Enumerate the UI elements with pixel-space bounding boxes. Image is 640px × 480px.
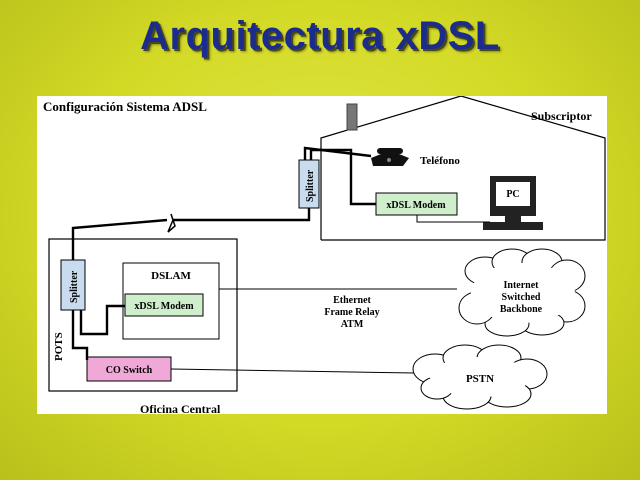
pots-label: POTS (53, 332, 65, 361)
co-switch: CO Switch (86, 356, 172, 382)
co-splitter-label: Splitter (69, 270, 80, 303)
pc-icon (483, 176, 543, 230)
internet-cloud (458, 248, 586, 337)
subscriber-splitter-label: Splitter (305, 169, 316, 202)
chimney (346, 103, 358, 131)
phone-label: Teléfono (420, 155, 460, 167)
internet-label-3: Backbone (500, 304, 543, 315)
link-label-atm: ATM (341, 319, 364, 330)
co-wiring (71, 304, 125, 360)
slide-title: Arquitectura xDSL (140, 14, 500, 58)
subscriber-house (320, 96, 606, 241)
dslam-label: DSLAM (151, 270, 191, 282)
internet-label-1: Internet (504, 280, 540, 291)
link-label-frame-relay: Frame Relay (324, 307, 379, 318)
co-modem: xDSL Modem (124, 293, 204, 317)
modem-pc-line (416, 215, 490, 223)
central-office-box (48, 238, 238, 392)
diagram-panel: Configuración Sistema ADSL Subscriptor T… (37, 96, 607, 414)
subscriber-modem: xDSL Modem (375, 192, 458, 216)
link-label-ethernet: Ethernet (333, 295, 371, 306)
pc-label: PC (506, 189, 519, 200)
subscriber-modem-label: xDSL Modem (386, 200, 446, 211)
co-modem-label: xDSL Modem (134, 301, 194, 312)
subscriber-wiring (303, 146, 376, 206)
internet-label-2: Switched (502, 292, 541, 303)
co-switch-label: CO Switch (106, 365, 153, 376)
diagram-heading: Configuración Sistema ADSL (43, 99, 207, 114)
central-office-label: Oficina Central (140, 402, 221, 414)
phone-icon (371, 148, 409, 166)
pstn-label: PSTN (466, 373, 494, 385)
voice-link-line (170, 368, 416, 374)
subscriber-label: Subscriptor (531, 109, 592, 123)
subscriber-splitter: Splitter (298, 159, 320, 209)
pstn-cloud (412, 344, 548, 410)
adsl-diagram: Configuración Sistema ADSL Subscriptor T… (43, 96, 606, 414)
local-loop (71, 208, 311, 260)
co-splitter: Splitter (60, 259, 86, 311)
